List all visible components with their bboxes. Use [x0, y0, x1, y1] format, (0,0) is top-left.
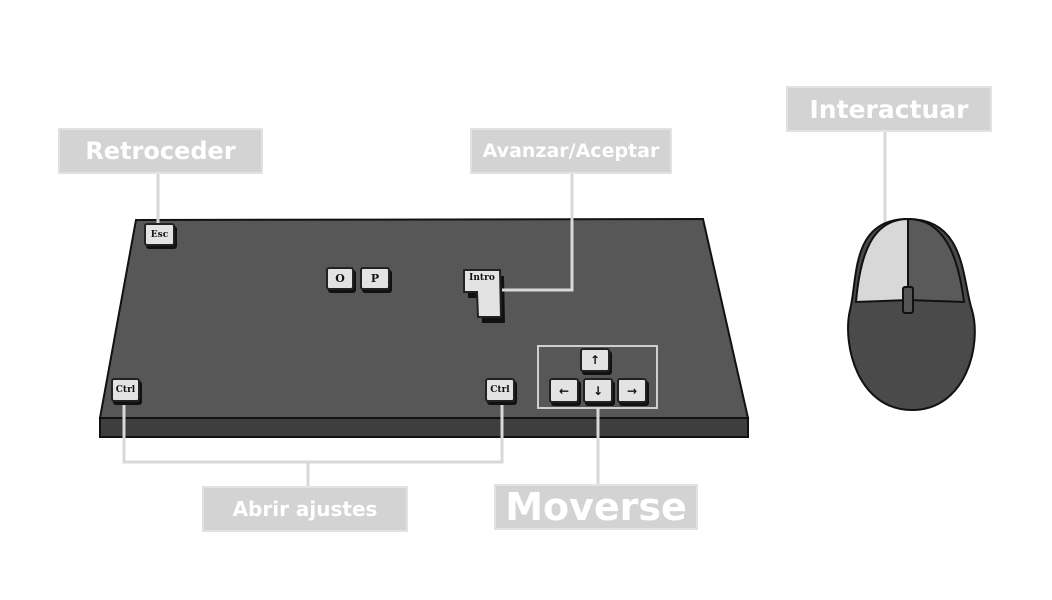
ctrl-right-key: Ctrl	[485, 378, 515, 402]
enter-key	[463, 269, 505, 323]
accept-connector	[502, 174, 574, 292]
o-key: O	[326, 267, 354, 290]
interact-label: Interactuar	[786, 86, 992, 132]
back-label: Retroceder	[58, 128, 263, 174]
arrow-down-key: ↓	[583, 378, 613, 403]
settings-connector	[122, 400, 504, 464]
p-key: P	[360, 267, 390, 290]
arrow-left-key: ←	[549, 378, 579, 403]
keyboard-top	[98, 217, 750, 419]
arrow-up-key: ↑	[580, 348, 610, 372]
mouse-wheel	[902, 286, 914, 314]
move-label: Moverse	[494, 484, 698, 530]
open-settings-label: Abrir ajustes	[202, 486, 408, 532]
connector-lines	[122, 132, 887, 486]
keyboard	[98, 217, 750, 438]
keyboard-side	[99, 417, 749, 438]
mouse-right-button	[907, 217, 966, 304]
accept-label: Avanzar/Aceptar	[470, 128, 672, 174]
esc-key: Esc	[144, 223, 175, 246]
ctrl-left-key: Ctrl	[111, 378, 140, 402]
mouse-icon	[847, 217, 976, 412]
mouse-left-button	[854, 217, 909, 304]
enter-key-label: Intro	[469, 273, 495, 283]
arrow-right-key: →	[617, 378, 647, 403]
